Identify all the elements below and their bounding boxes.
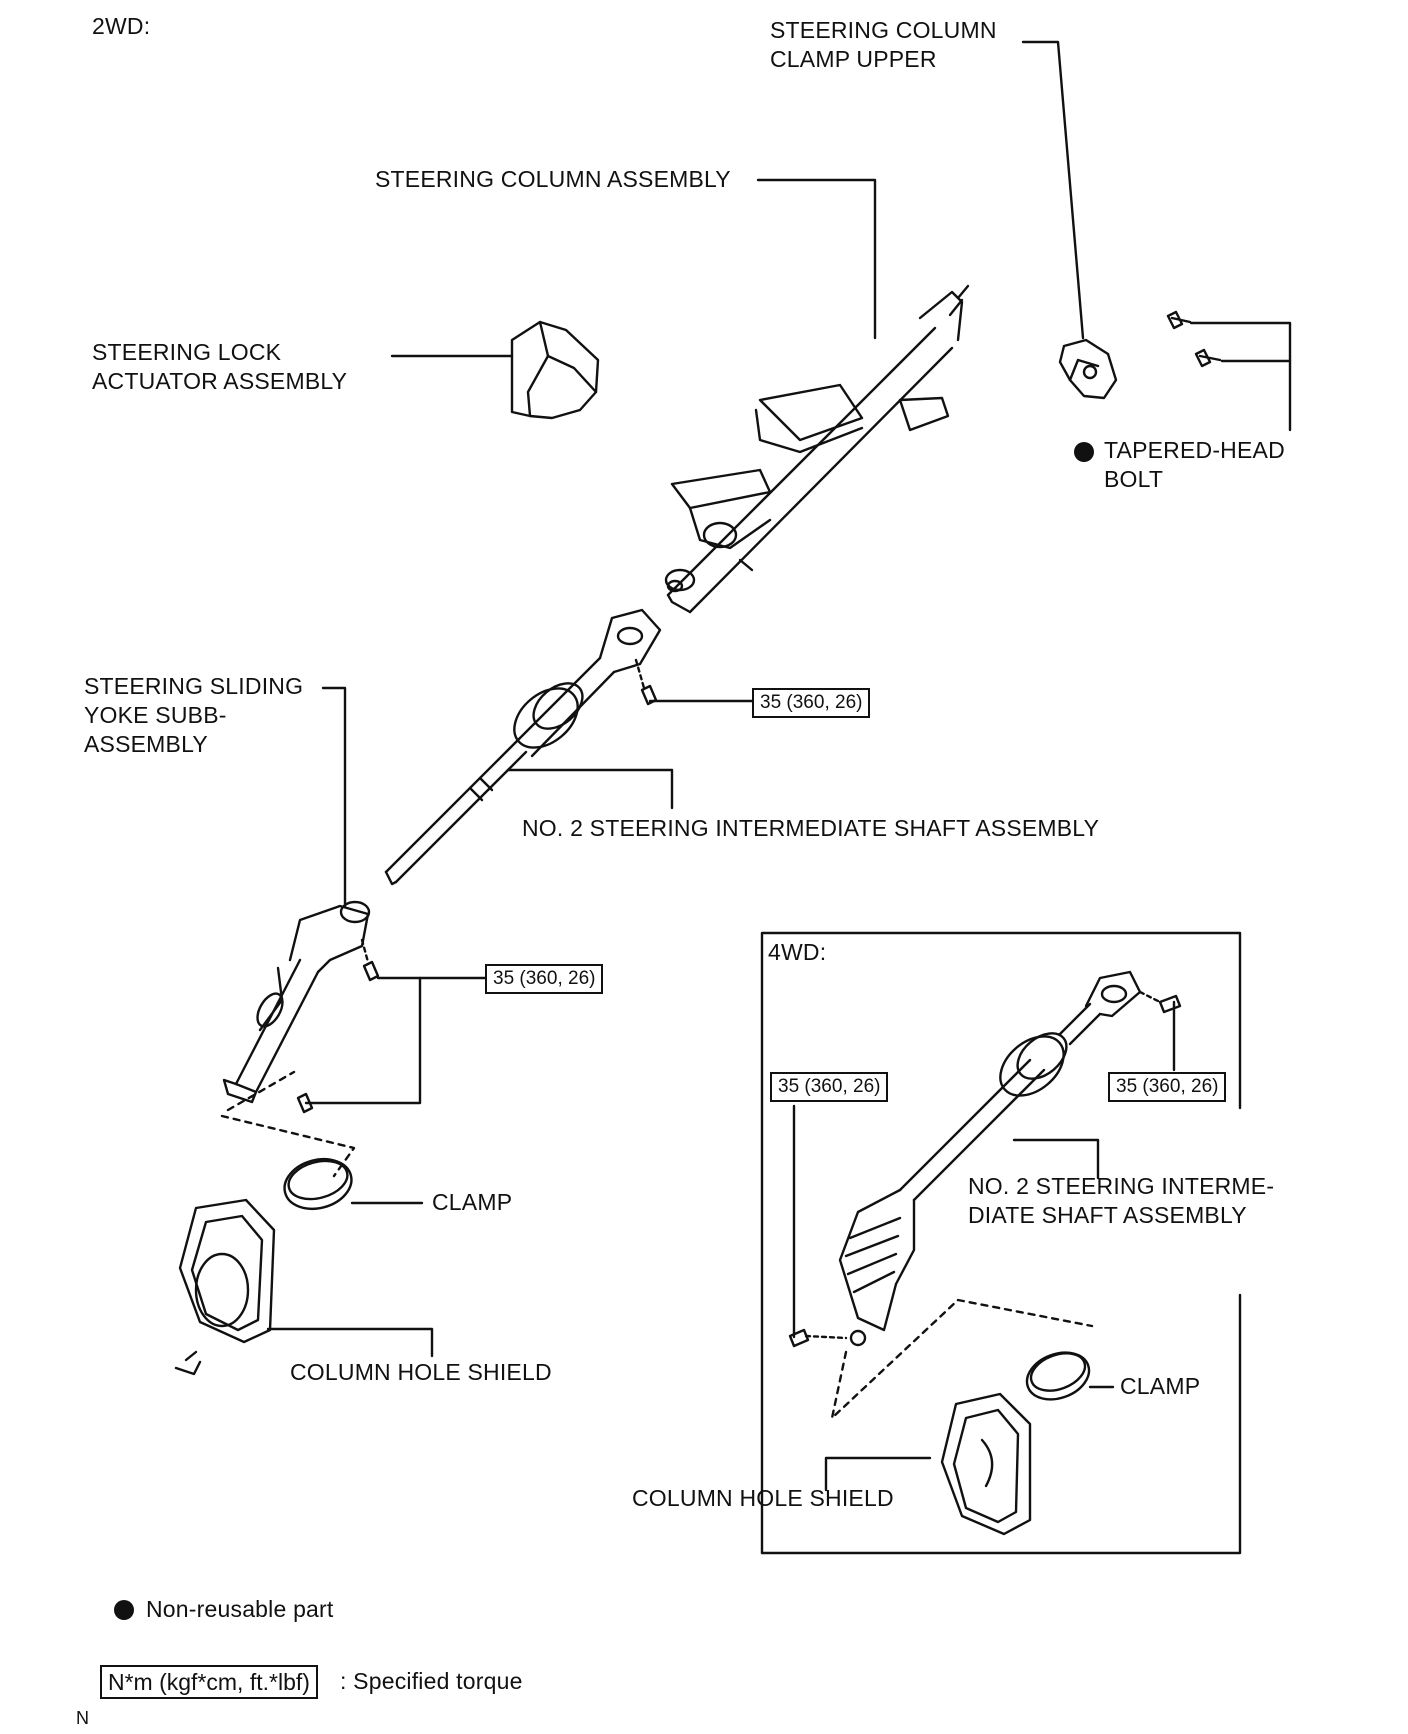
- column-hole-shield-label: COLUMN HOLE SHIELD: [290, 1359, 552, 1385]
- clamp-2wd: [283, 1158, 353, 1210]
- legend-non-reusable: Non-reusable part: [146, 1596, 334, 1622]
- lock-actuator-line-2: ACTUATOR ASSEMBLY: [92, 368, 348, 394]
- frame-4wd-bottom: [760, 1293, 1242, 1555]
- intermediate-shaft-label: NO. 2 STEERING INTERMEDIATE SHAFT ASSEMB…: [522, 815, 1100, 841]
- tapered-bolt-line-1: TAPERED-HEAD: [1104, 437, 1285, 463]
- intermediate-shaft-2wd: [384, 740, 528, 884]
- torque-box-yoke: 35 (360, 26): [485, 964, 604, 994]
- frame-4wd: [760, 931, 1242, 1555]
- legend-torque-desc: : Specified torque: [340, 1668, 523, 1694]
- clamp-4wd: [1025, 1351, 1091, 1401]
- bolt-4wd-left: [788, 1328, 810, 1348]
- tapered-bolt-line-2: BOLT: [1104, 466, 1164, 492]
- tapered-bolt-1: [1166, 310, 1192, 330]
- intermediate-shaft-4wd-line-2: DIATE SHAFT ASSEMBLY: [968, 1202, 1247, 1228]
- lock-actuator-label: STEERING LOCK ACTUATOR ASSEMBLY: [92, 338, 347, 396]
- intermediate-shaft-4wd-label: NO. 2 STEERING INTERME- DIATE SHAFT ASSE…: [968, 1172, 1274, 1230]
- clamp-4wd-label: CLAMP: [1120, 1373, 1201, 1399]
- section-2wd-label: 2WD:: [92, 13, 151, 39]
- torque-box-4wd-right: 35 (360, 26): [1108, 1072, 1227, 1102]
- sliding-yoke-line-1: STEERING SLIDING: [84, 673, 304, 699]
- column-assembly-label: STEERING COLUMN ASSEMBLY: [375, 166, 731, 192]
- torque-box-4wd-left: 35 (360, 26): [770, 1072, 889, 1102]
- intermediate-shaft-4wd-line-1: NO. 2 STEERING INTERME-: [968, 1173, 1275, 1199]
- intermediate-shaft-4wd: [898, 1058, 1046, 1202]
- column-hole-shield-4wd-label: COLUMN HOLE SHIELD: [632, 1485, 894, 1511]
- tapered-bolt-label: TAPERED-HEAD BOLT: [1104, 436, 1285, 494]
- legend-torque-unit: N*m (kgf*cm, ft.*lbf): [100, 1665, 318, 1699]
- sliding-yoke: [234, 958, 320, 1094]
- bolt-4wd-right: [1158, 994, 1182, 1014]
- clamp-upper-part: [1058, 338, 1118, 400]
- torque-box-intermediate: 35 (360, 26): [752, 688, 871, 718]
- clamp-upper-line-2: CLAMP UPPER: [770, 46, 937, 72]
- leader-intermediate-4wd: [1012, 1138, 1100, 1180]
- leader-column-assembly: [756, 178, 877, 340]
- shield-2wd: [178, 1198, 276, 1344]
- bolt-2wd-top: [640, 684, 658, 706]
- leader-clamp-upper: [1021, 40, 1085, 340]
- sliding-yoke-line-2: YOKE SUBB-: [84, 702, 227, 728]
- bolt-yoke-lower: [296, 1092, 314, 1114]
- leader-shield-4wd: [824, 1456, 932, 1492]
- sliding-yoke-line-3: ASSEMBLY: [84, 731, 208, 757]
- lock-actuator-body: [510, 320, 600, 420]
- clamp-upper-line-1: STEERING COLUMN: [770, 17, 997, 43]
- clamp-label: CLAMP: [432, 1189, 513, 1215]
- leader-sliding-yoke: [321, 686, 347, 908]
- shield-4wd: [940, 1392, 1032, 1536]
- bolt-yoke-upper: [362, 960, 380, 982]
- sliding-yoke-label: STEERING SLIDING YOKE SUBB- ASSEMBLY: [84, 672, 303, 759]
- leader-tapered-bolt: [1189, 321, 1292, 432]
- tapered-bolt-2: [1194, 348, 1222, 368]
- legend-dot: [114, 1600, 134, 1620]
- clamp-upper-label: STEERING COLUMN CLAMP UPPER: [770, 16, 997, 74]
- non-reusable-dot: [1074, 442, 1094, 462]
- lock-actuator-line-1: STEERING LOCK: [92, 339, 282, 365]
- leader-torque-yoke-2: [304, 976, 422, 1105]
- column-tube: [666, 326, 954, 614]
- corner-mark: N: [76, 1708, 90, 1728]
- section-4wd-label: 4WD:: [768, 939, 827, 965]
- leader-intermediate-shaft: [506, 768, 674, 810]
- leader-shield: [266, 1327, 434, 1358]
